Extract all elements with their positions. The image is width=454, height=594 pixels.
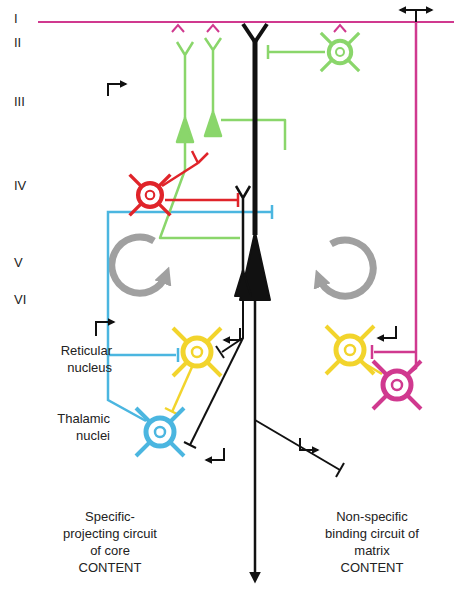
pyramidal-cell-black [184,24,344,580]
core-axon [177,348,180,362]
spread-arrow [400,10,432,22]
interneuron-green [321,33,359,71]
core-thalamic-neuron [136,408,184,456]
core-axon [271,205,274,219]
layer-label: VI [14,291,44,308]
pyramidal-cell-black [255,420,340,470]
matrix-axon [408,22,416,374]
bent-arrow [224,328,240,340]
circuit-caption: Non-specific binding circuit of matrix C… [322,508,422,576]
pyramidal-cell-black [235,270,251,296]
stellate-axon [165,193,238,207]
pyramidal-cell-green [205,112,221,136]
stellate-axon [162,151,208,186]
matrix-axon [374,351,416,354]
loop-arrow [112,237,166,293]
bent-arrow [378,326,396,338]
loop-arrow [319,240,373,296]
reticular-neuron [173,328,221,376]
layer-one-fibre [334,25,346,32]
bent-arrow [300,438,318,450]
matrix-axon [372,22,416,374]
pyramidal-cell-black [336,463,344,477]
pyramidal-cell-black [216,346,224,358]
core-axon [108,354,176,357]
layer-label: III [14,93,44,110]
pyramidal-cell-green [268,45,325,59]
pyramidal-cell-black [236,186,250,272]
layer-label: IV [14,177,44,194]
region-label: Thalamic nuclei [35,410,110,444]
pyramidal-cell-black [254,300,257,580]
bent-arrow [206,448,224,460]
pyramidal-cell-black [184,442,196,448]
bent-arrow [96,84,396,460]
reticular-neuron [326,326,374,374]
pyramidal-cell-green [205,38,221,112]
layer-label: II [14,34,44,51]
stellate-axon [162,151,238,207]
layer-one-fibre [38,21,454,23]
pyramidal-cell-green [160,142,240,238]
pyramidal-cell-black [243,24,267,42]
layer-label: I [14,10,44,27]
layer-one-fibre [172,25,184,32]
matrix-axon [371,345,374,359]
circuit-caption: Specific-projecting circuit of core CONT… [60,508,160,576]
bent-arrow [96,322,114,336]
region-label: Reticular nucleus [32,342,112,376]
matrix-thalamic-neuron [373,361,421,409]
pyramidal-cell-green [177,118,193,142]
stellate-cell [130,175,171,216]
core-axon [108,212,272,421]
layer-one-fibre [207,25,219,32]
pyramidal-cell-green [177,42,193,118]
pyramidal-cell-black [253,40,258,235]
spread-arrow [415,10,417,22]
layer-label: V [14,254,44,271]
bent-arrow [108,84,126,96]
reticular-axon [165,362,382,415]
